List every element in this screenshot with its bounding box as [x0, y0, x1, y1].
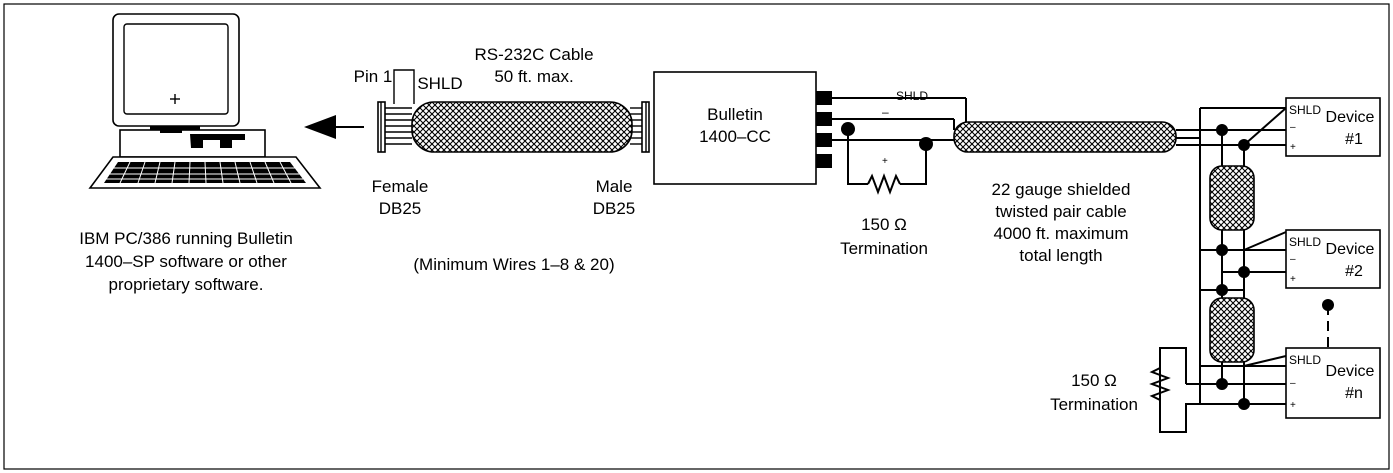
term-main-value: 150 Ω	[861, 215, 907, 234]
device-1-num: #1	[1345, 131, 1363, 148]
female-label-line1: Female	[372, 177, 429, 196]
module-label-line1: Bulletin	[707, 105, 763, 124]
diagram-border	[3, 3, 1390, 470]
end-term-label: Termination	[1050, 395, 1138, 414]
rs232-braided-shield	[411, 101, 633, 153]
pc-caption-line1: IBM PC/386 running Bulletin	[79, 229, 293, 248]
term-plus-label: +	[882, 156, 888, 167]
bulletin-1400cc-module: Bulletin 1400–CC	[653, 71, 832, 185]
device-2-num: #2	[1345, 263, 1363, 280]
module-label-line2: 1400–CC	[699, 127, 771, 146]
end-term-value: 150 Ω	[1071, 371, 1117, 390]
computer-icon	[88, 13, 322, 189]
network-wiring: SHLD – + 150 Ω Termination	[832, 89, 967, 258]
cable-label-line4: total length	[1019, 246, 1102, 265]
device-n-shld: SHLD	[1289, 353, 1321, 367]
min-wires-note: (Minimum Wires 1–8 & 20)	[413, 255, 614, 274]
cable-label-line1: 22 gauge shielded	[992, 180, 1131, 199]
device-1-shld: SHLD	[1289, 103, 1321, 117]
device-n-num: #n	[1345, 385, 1363, 402]
term-minus-label: –	[882, 105, 889, 119]
device-1-plus: +	[1290, 142, 1296, 153]
device-2-name: Device	[1326, 241, 1375, 258]
twisted-pair-cable: 22 gauge shielded twisted pair cable 400…	[953, 121, 1177, 265]
device-n-plus: +	[1290, 400, 1296, 411]
term-main-label: Termination	[840, 239, 928, 258]
rs232-shld-label: SHLD	[417, 74, 462, 93]
pin1-label: Pin 1	[354, 67, 393, 86]
device-2: SHLD – + Device #2	[1285, 229, 1381, 289]
shld-drain-wire	[393, 69, 415, 104]
male-label-line2: DB25	[593, 199, 636, 218]
device-2-plus: +	[1290, 274, 1296, 285]
pc-caption: IBM PC/386 running Bulletin 1400–SP soft…	[79, 229, 293, 294]
rs232-cable: Pin 1 SHLD RS-232C Cable 50 ft. max. Fem…	[354, 45, 650, 274]
cable-label-line2: twisted pair cable	[995, 202, 1126, 221]
device-1-name: Device	[1326, 109, 1375, 126]
pc-caption-line3: proprietary software.	[109, 275, 264, 294]
female-label-line2: DB25	[379, 199, 422, 218]
device-n: SHLD – + Device #n	[1285, 347, 1381, 419]
cable-label-line3: 4000 ft. maximum	[993, 224, 1128, 243]
end-termination: 150 Ω Termination	[1050, 347, 1244, 433]
term-shld-label: SHLD	[896, 89, 928, 103]
data-flow-arrow	[304, 115, 364, 139]
termination-resistor	[867, 173, 901, 195]
device-bus	[1176, 107, 1334, 410]
pc-caption-line2: 1400–SP software or other	[85, 252, 287, 271]
device-n-name: Device	[1326, 363, 1375, 380]
rs232-title-line1: RS-232C Cable	[474, 45, 593, 64]
rs232-title-line2: 50 ft. max.	[494, 67, 573, 86]
device-1-minus: –	[1290, 122, 1296, 133]
device-2-minus: –	[1290, 254, 1296, 265]
device-1: SHLD – + Device #1	[1285, 97, 1381, 157]
male-label-line1: Male	[596, 177, 633, 196]
device-n-minus: –	[1290, 378, 1296, 389]
device-2-shld: SHLD	[1289, 235, 1321, 249]
end-termination-resistor	[1149, 367, 1171, 401]
